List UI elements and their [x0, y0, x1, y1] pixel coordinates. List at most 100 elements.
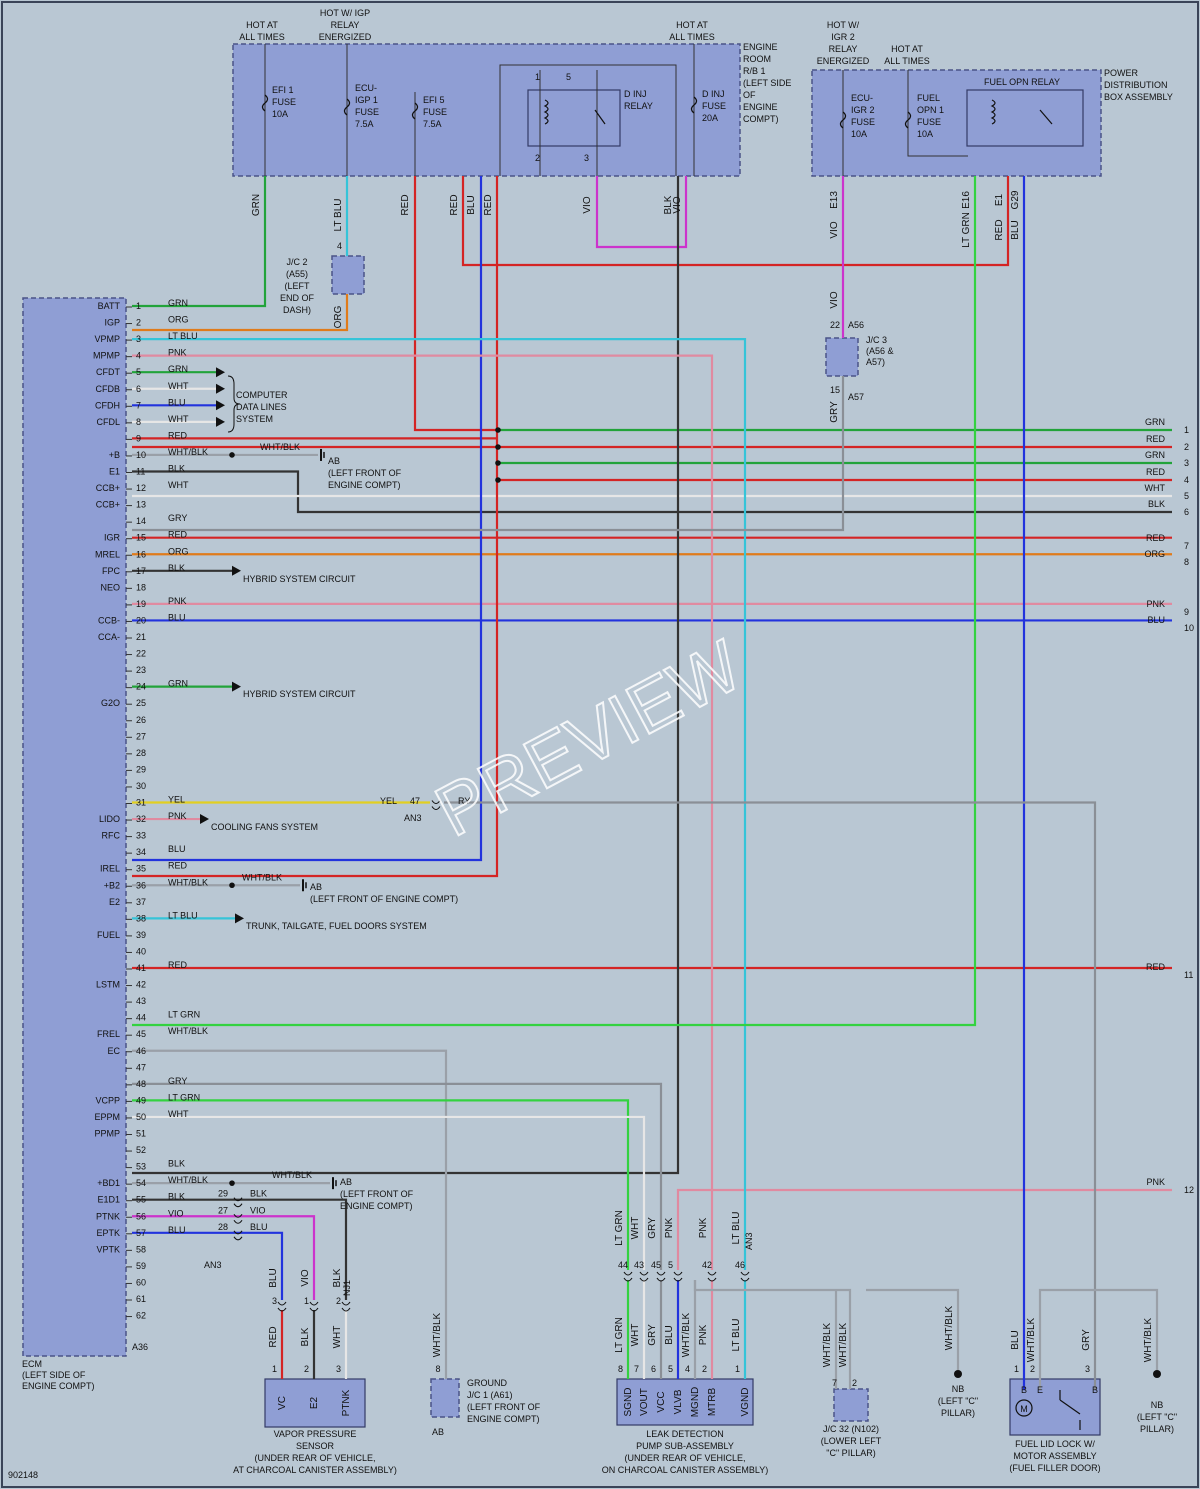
- wire-pdb-2: [907, 70, 968, 157]
- ecm-pin-number: 24: [136, 682, 146, 692]
- vapor-terminal: VC: [277, 1396, 288, 1410]
- hybrid-arrow-icon: [232, 565, 241, 576]
- ecm-terminal-label: E2: [109, 897, 120, 907]
- ecm-terminal-label: IGR: [104, 533, 121, 543]
- ground-pin: 8: [435, 1364, 440, 1374]
- ecm-wire-label: BLK: [168, 464, 185, 474]
- ecm-pin-number: 15: [136, 533, 146, 543]
- ground-splice-dot: [229, 452, 235, 458]
- ecm-pin-number: 2: [136, 318, 141, 328]
- ground-icon: [332, 1177, 337, 1190]
- jc3-name: J/C 3(A56 &A57): [866, 335, 894, 367]
- splice-dot: [495, 444, 501, 450]
- ecm-pin-number: 32: [136, 814, 146, 824]
- jc32-wire-label: WHT/BLK: [838, 1322, 849, 1367]
- wire-vio-loop: [595, 176, 688, 249]
- wire-label-blu: BLU: [466, 195, 477, 214]
- vapor-conn: NJ1: [342, 1280, 352, 1296]
- ecm-wire-label: GRN: [168, 679, 188, 689]
- ground-wire-label: WHT/BLK: [260, 442, 300, 452]
- ecm-wire-label: BLK: [168, 563, 185, 573]
- ecm-wire-label: ORG: [168, 546, 189, 556]
- wire-eptk: [132, 1215, 316, 1300]
- wire-igp: [132, 294, 349, 332]
- leak-pin: 6: [651, 1364, 656, 1374]
- ecm-terminal-label: EC: [107, 1046, 120, 1056]
- diagram-id: 902148: [8, 1470, 38, 1480]
- ecm-pin-number: 18: [136, 582, 146, 592]
- wire-bd1: [132, 176, 680, 1175]
- nb1-wire-label: WHT/BLK: [944, 1305, 955, 1350]
- ecm-terminal-label: +BD1: [97, 1178, 120, 1188]
- wire-vpmp: [132, 338, 747, 1270]
- right-ref-number: 11: [1184, 970, 1193, 980]
- relay-pin: 5: [566, 72, 571, 82]
- ecm-pin-number: 40: [136, 946, 146, 956]
- ecm-pin-number: 46: [136, 1046, 146, 1056]
- vapor-wire-label: RED: [268, 1326, 279, 1347]
- ecm-pin-number: 56: [136, 1211, 146, 1221]
- wire-vptk: [132, 1231, 284, 1300]
- leak-terminal: SGND: [623, 1388, 634, 1417]
- jc3-top-conn: A56: [848, 320, 864, 330]
- ecm-wire-label: WHT: [168, 1109, 189, 1119]
- leak-terminal: VCC: [656, 1391, 667, 1412]
- ecm-pin-number: 45: [136, 1029, 146, 1039]
- fuel-opn-relay-box: [966, 89, 1084, 147]
- ecm-pin-number: 43: [136, 996, 146, 1006]
- ecm-pin-number: 50: [136, 1112, 146, 1122]
- leak-wire-label: BLU: [664, 1325, 675, 1344]
- leak-terminal: VLVB: [673, 1389, 684, 1414]
- ecm-pin-number: 29: [136, 764, 146, 774]
- hybrid-ref-1: HYBRID SYSTEM CIRCUIT: [243, 574, 356, 584]
- ecm-pin-number: 38: [136, 913, 146, 923]
- ecm-pin-number: 10: [136, 450, 146, 460]
- ecu-igp1-fuse-icon: [343, 98, 351, 116]
- wire-rb-relay: [499, 64, 677, 176]
- vapor-wire-label: BLK: [300, 1327, 311, 1346]
- vapor-terminal: PTNK: [341, 1389, 352, 1416]
- wire-efi5: [413, 176, 498, 432]
- ecm-terminal-label: CFDH: [95, 400, 120, 410]
- splice-dot: [495, 477, 501, 483]
- fuel-lid-terminal: E: [1037, 1385, 1043, 1395]
- ecm-wire-label: LT BLU: [168, 910, 198, 920]
- leak-wire-label: PNK: [698, 1324, 709, 1345]
- leak-pin: 5: [668, 1364, 673, 1374]
- ecm-pin-number: 16: [136, 549, 146, 559]
- wire-label-ltblu: LT BLU: [333, 199, 344, 232]
- ecm-terminal-label: G2O: [101, 698, 120, 708]
- fuel-lid-wire-label: GRY: [1081, 1329, 1092, 1351]
- ecm-terminal-label: MREL: [95, 549, 120, 559]
- an3-label: AN3: [404, 813, 422, 823]
- fuel-lid-name: FUEL LID LOCK W/MOTOR ASSEMBLY(FUEL FILL…: [1009, 1439, 1100, 1473]
- leak-conn-wire: PNK: [698, 1217, 709, 1238]
- nj-pin: 29: [218, 1189, 228, 1199]
- ecm-terminal-label: E1D1: [97, 1195, 120, 1205]
- nj-conn-label: AN3: [204, 1260, 222, 1270]
- nb2-ground-icon: [1153, 1370, 1161, 1378]
- ecm-pin-number: 47: [136, 1062, 146, 1072]
- right-wire-label: ORG: [1144, 549, 1165, 559]
- leak-terminal: VOUT: [639, 1388, 650, 1416]
- ground-splice-dot: [229, 1180, 235, 1186]
- ecm-wire-label: LT GRN: [168, 1010, 200, 1020]
- right-ref-number: 3: [1184, 458, 1189, 468]
- wire-label-vio: VIO: [582, 196, 593, 213]
- fuel-lid-terminal: B: [1092, 1385, 1098, 1395]
- right-ref-number: 9: [1184, 607, 1189, 617]
- ecm-terminal-label: PTNK: [96, 1211, 120, 1221]
- relay-switch-icon: [594, 109, 606, 125]
- ecm-pin-number: 59: [136, 1261, 146, 1271]
- ground-icon: [320, 448, 325, 461]
- ecm-pin-number: 25: [136, 698, 146, 708]
- vapor-connector-icon: [277, 1301, 287, 1312]
- ecm-pin-number: 48: [136, 1079, 146, 1089]
- ecm-pin-number: 34: [136, 847, 146, 857]
